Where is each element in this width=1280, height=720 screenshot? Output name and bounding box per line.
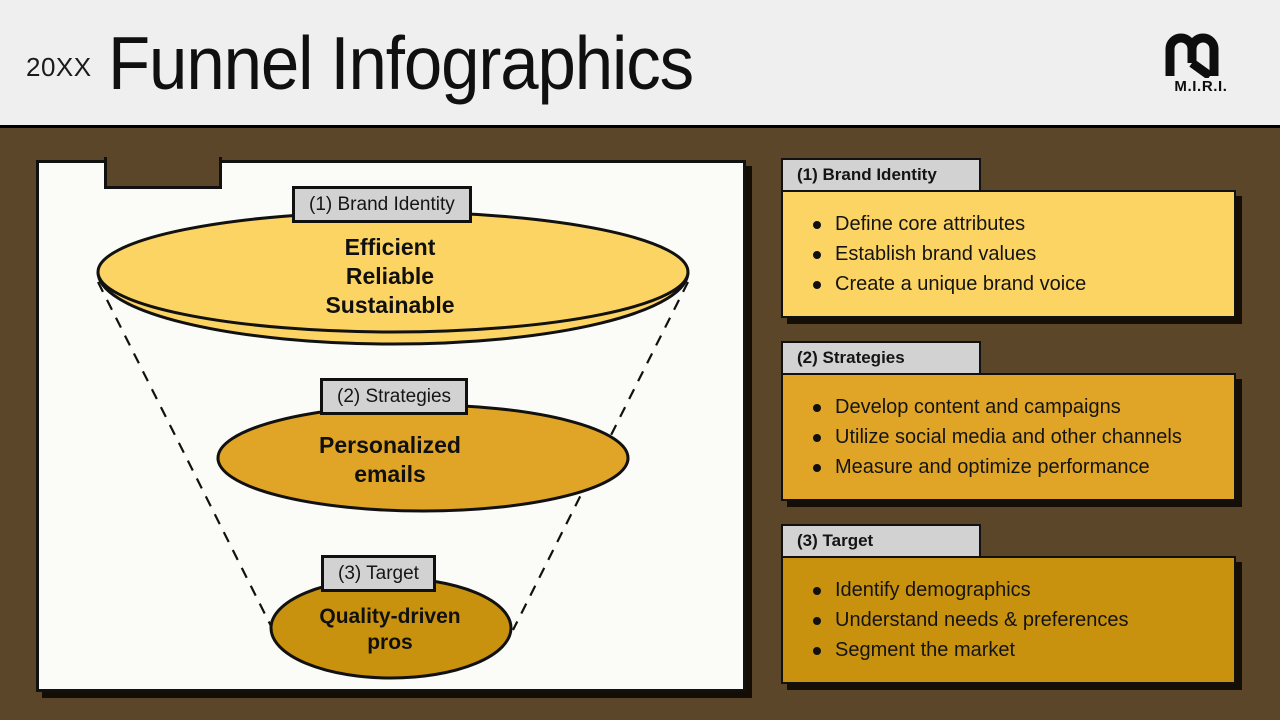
year-label: 20XX	[26, 52, 92, 82]
detail-card-2-list: Develop content and campaigns Utilize so…	[783, 392, 1234, 482]
detail-card-1-list: Define core attributes Establish brand v…	[783, 209, 1234, 299]
list-item: Identify demographics	[813, 575, 1234, 605]
brand-logo-text: M.I.R.I.	[1174, 78, 1228, 95]
m-monogram-logo-icon	[1165, 33, 1219, 78]
list-item: Develop content and campaigns	[813, 392, 1234, 422]
funnel-label-stage3: Quality-driven pros	[319, 605, 461, 654]
list-item: Understand needs & preferences	[813, 605, 1234, 635]
detail-card-2-body: Develop content and campaigns Utilize so…	[781, 373, 1236, 501]
funnel-diagram	[96, 210, 690, 680]
list-item: Create a unique brand voice	[813, 269, 1234, 299]
detail-card-3-list: Identify demographics Understand needs &…	[783, 575, 1234, 665]
list-item: Segment the market	[813, 635, 1234, 665]
brand-logo: M.I.R.I.	[1158, 32, 1244, 100]
funnel-guide-right	[512, 281, 689, 631]
detail-card-3-header[interactable]: (3) Target	[781, 524, 981, 558]
detail-card-2-header[interactable]: (2) Strategies	[781, 341, 981, 375]
list-item: Define core attributes	[813, 209, 1234, 239]
list-item: Utilize social media and other channels	[813, 422, 1234, 452]
detail-card-1-body: Define core attributes Establish brand v…	[781, 190, 1236, 318]
detail-card-3-body: Identify demographics Understand needs &…	[781, 556, 1236, 684]
list-item: Measure and optimize performance	[813, 452, 1234, 482]
funnel-panel-notch	[104, 157, 222, 189]
detail-card-1-header[interactable]: (1) Brand Identity	[781, 158, 981, 192]
funnel-guide-left	[97, 281, 274, 631]
funnel-stage1-skirt-edge	[96, 271, 690, 346]
funnel-chip-stage1[interactable]: (1) Brand Identity	[292, 186, 472, 223]
funnel-chip-stage2[interactable]: (2) Strategies	[320, 378, 469, 415]
page-header: 20XX Funnel Infographics M.I.R.I.	[0, 0, 1280, 128]
page-title: Funnel Infographics	[108, 21, 694, 105]
funnel-chip-stage3[interactable]: (3) Target	[321, 555, 436, 592]
funnel-label-stage2: Personalized emails	[319, 432, 461, 487]
list-item: Establish brand values	[813, 239, 1234, 269]
funnel-label-stage1: Efficient Reliable Sustainable	[325, 234, 455, 318]
